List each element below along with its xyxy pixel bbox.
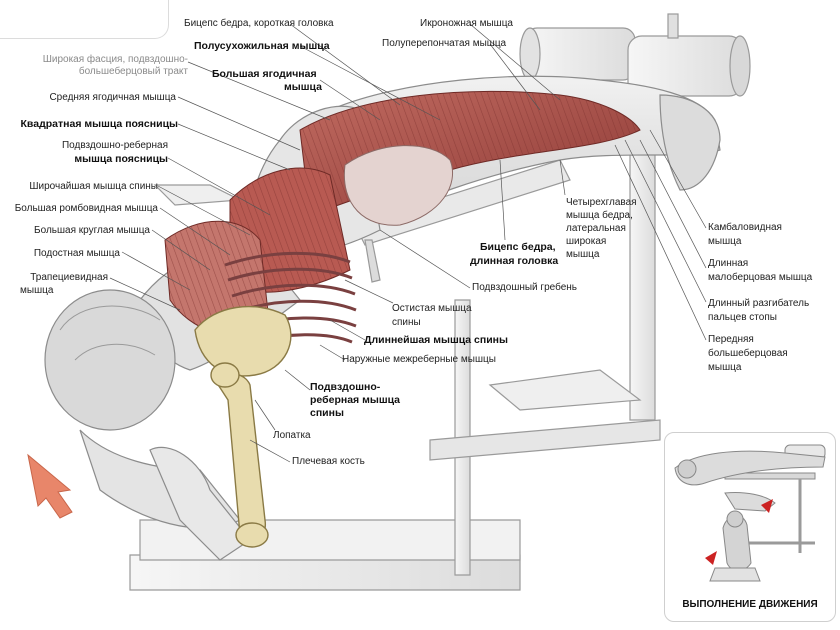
label-biceps-femoris-short: Бицепс бедра, короткая головка (184, 18, 334, 29)
label-spinalis-2: спины (392, 317, 421, 328)
label-biceps-femoris-long-2: длинная головка (470, 255, 559, 267)
label-peroneus-longus-2: малоберцовая мышца (708, 272, 813, 283)
label-tibialis-anterior-1: Передняя (708, 334, 754, 345)
label-infraspinatus: Подостная мышца (33, 248, 120, 259)
label-peroneus-longus-1: Длинная (708, 258, 749, 269)
label-tibialis-anterior-2: большеберцовая (708, 348, 788, 359)
label-fascia-lata: Широкая фасция, подвздошно- (42, 54, 188, 65)
label-trapezius-1: Трапециевидная (30, 272, 108, 283)
label-vastus-lateralis-5: мышца (566, 249, 600, 260)
label-semimembranosus: Полуперепончатая мышца (382, 38, 507, 49)
label-extensor-digitorum-2: пальцев стопы (708, 312, 777, 323)
label-fascia-lata-2: большеберцовый тракт (78, 66, 188, 77)
machine-frame (129, 119, 661, 591)
label-semitendinosus: Полусухожильная мышца (194, 40, 330, 52)
label-iliac-crest: Подвздошный гребень (472, 282, 577, 293)
label-soleus-1: Камбаловидная (708, 222, 782, 233)
label-spinalis-1: Остистая мышца (392, 303, 472, 314)
label-vastus-lateralis-1: Четырехглавая (566, 197, 637, 208)
label-quadratus-lumborum: Квадратная мышца поясницы (20, 118, 178, 130)
label-soleus-2: мышца (708, 236, 742, 247)
leg-rollers (519, 13, 751, 97)
label-iliocostalis-thoracis-1: Подвздошно- (310, 381, 381, 393)
label-gluteus-maximus-2: мышца (284, 81, 322, 93)
back-muscles (164, 90, 641, 337)
label-longissimus: Длиннейшая мышца спины (364, 334, 508, 346)
label-gastrocnemius: Икроножная мышца (420, 18, 513, 29)
movement-inset: ВЫПОЛНЕНИЕ ДВИЖЕНИЯ (664, 432, 836, 622)
label-biceps-femoris-long-1: Бицепс бедра, (480, 241, 556, 253)
label-extensor-digitorum-1: Длинный разгибатель (708, 298, 810, 309)
movement-sketch (674, 444, 826, 582)
label-vastus-lateralis-2: мышца бедра, (566, 210, 633, 221)
label-gluteus-medius: Средняя ягодичная мышца (49, 92, 176, 103)
motion-arrow (27, 453, 73, 519)
label-trapezius-2: мышца (20, 285, 54, 296)
label-teres-major: Большая круглая мышца (34, 225, 150, 236)
label-iliocostalis-thoracis-3: спины (310, 407, 344, 419)
label-humerus: Плечевая кость (292, 456, 365, 467)
label-iliocostalis-lumborum-2: мышца поясницы (74, 153, 168, 165)
label-iliocostalis-thoracis-2: реберная мышца (310, 394, 400, 406)
scapula-humerus (194, 305, 292, 548)
label-rhomboid-major: Большая ромбовидная мышца (14, 203, 158, 214)
label-vastus-lateralis-4: широкая (566, 236, 607, 247)
label-external-intercostals: Наружные межреберные мышцы (342, 354, 496, 365)
inset-caption: ВЫПОЛНЕНИЕ ДВИЖЕНИЯ (682, 599, 818, 610)
label-vastus-lateralis-3: латеральная (566, 223, 626, 234)
label-gluteus-maximus-1: Большая ягодичная (212, 68, 317, 80)
label-iliocostalis-lumborum-1: Подвздошно-реберная (61, 140, 168, 151)
label-tibialis-anterior-3: мышца (708, 362, 742, 373)
label-latissimus-dorsi: Широчайшая мышца спины (29, 181, 158, 192)
leader-lines (109, 23, 707, 463)
label-scapula: Лопатка (273, 430, 311, 441)
corner-frame (0, 0, 169, 39)
